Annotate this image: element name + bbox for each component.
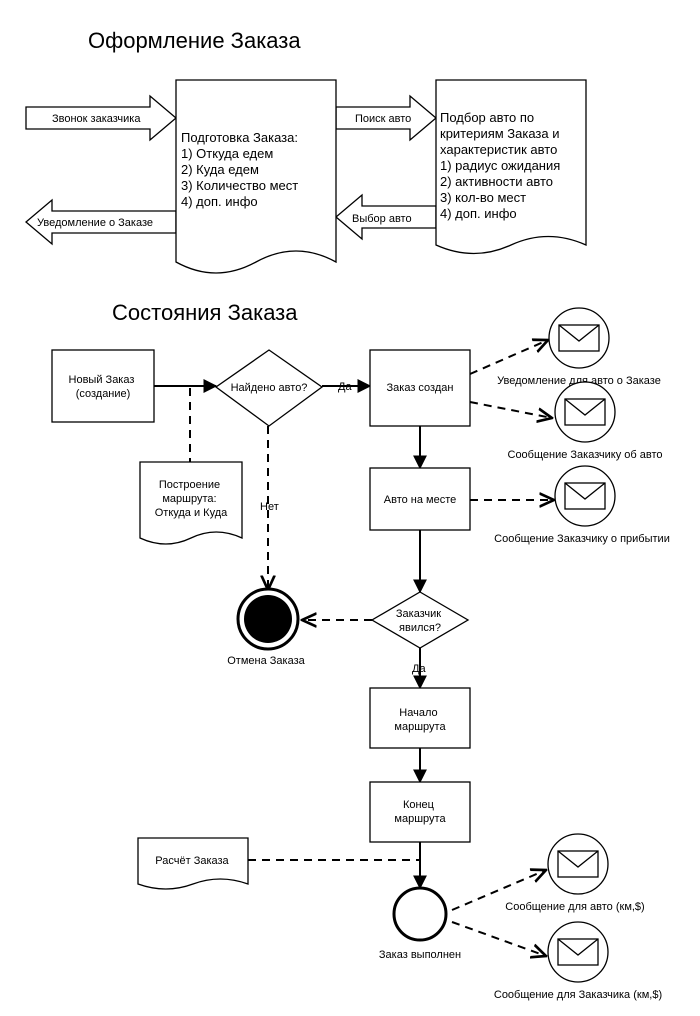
msg-customer-km-node [547,921,609,983]
done-end-event [392,886,448,942]
car-found-decision [214,349,324,427]
call-arrow-label: Звонок заказчика [52,113,141,125]
edge-msg-notify-car [469,340,548,375]
choose-arrow [334,193,437,241]
msg-notify-car-label: Уведомление для авто о Заказе [497,375,661,387]
done-label: Заказ выполнен [379,949,461,961]
msg-customer-car-node [554,381,616,443]
cost-calc-text: Расчёт Заказа [155,855,229,867]
order-prep-text: Подготовка Заказа: 1) Откуда едем 2) Куд… [181,130,302,209]
new-order-text: Новый Заказ (создание) [69,374,138,400]
msg-car-km-label: Сообщение для авто (км,$) [505,901,644,913]
notify-arrow [24,198,177,246]
msg-customer-arrival-label: Сообщение Заказчику о прибытии [494,533,670,545]
envelope-icon [557,938,599,966]
route-start-text: Начало маршрута [394,707,446,733]
order-created-text: Заказ создан [387,382,454,394]
car-arrived-box [369,467,471,531]
order-created-box [369,349,471,427]
envelope-icon [558,324,600,352]
yes-label-1: Да [338,381,352,393]
no-label-1: Нет [260,501,279,513]
route-build-text: Построение маршрута: Откуда и Куда [155,479,228,519]
cancel-label: Отмена Заказа [227,655,305,667]
msg-car-km-node [547,833,609,895]
search-arrow-label: Поиск авто [355,113,411,125]
order-states-title: Состояния Заказа [112,300,298,325]
choose-arrow-label: Выбор авто [352,213,412,225]
route-start-box [369,687,471,749]
order-prep-document [175,79,337,274]
envelope-icon [557,850,599,878]
envelope-icon [564,398,606,426]
route-end-text: Конец маршрута [394,799,446,825]
search-arrow [335,94,438,142]
car-selection-document [435,79,587,255]
car-arrived-text: Авто на месте [384,494,457,506]
customer-came-decision-text: Заказчик явился? [396,608,444,634]
edge-msg-customer-car [469,401,552,418]
msg-customer-arrival-node [554,465,616,527]
edge-msg-car-km [451,870,546,911]
msg-customer-car-label: Сообщение Заказчику об авто [508,449,663,461]
route-end-box [369,781,471,843]
order-form-title: Оформление Заказа [88,28,301,53]
call-arrow [25,94,178,142]
cancel-end-event-core [244,595,292,643]
msg-notify-car-node [548,307,610,369]
edge-msg-customer-km [451,921,546,956]
car-found-decision-text: Найдено авто? [231,382,308,394]
route-build-document [139,461,243,545]
yes-label-2: Да [412,663,426,675]
new-order-box [51,349,155,423]
envelope-icon [564,482,606,510]
msg-customer-km-label: Сообщение для Заказчика (км,$) [494,989,662,1001]
car-selection-text: Подбор авто по критериям Заказа и характ… [440,110,564,221]
cost-calc-document [137,837,249,890]
notify-arrow-label: Уведомление о Заказе [37,217,153,229]
customer-came-decision [370,591,470,649]
